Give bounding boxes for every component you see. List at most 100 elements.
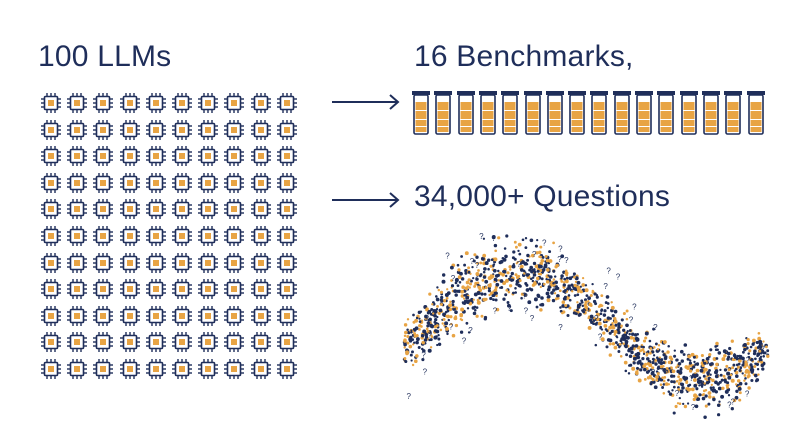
question-dot <box>429 346 433 349</box>
question-dot <box>418 317 421 320</box>
question-dot <box>505 288 509 292</box>
question-dot <box>749 363 753 367</box>
question-dot <box>467 270 471 274</box>
question-mark-icon: ? <box>760 345 765 354</box>
question-mark-icon: ? <box>731 398 736 407</box>
question-dot <box>524 236 528 240</box>
question-dot <box>417 345 421 350</box>
question-mark-icon: ? <box>606 267 611 276</box>
question-dot <box>614 323 618 327</box>
question-dot <box>510 271 514 276</box>
question-dot <box>463 299 468 304</box>
question-dot <box>616 328 620 332</box>
question-dot <box>627 372 631 375</box>
question-dot <box>424 335 429 339</box>
question-dot <box>459 312 464 317</box>
question-dot <box>464 251 469 256</box>
question-dot <box>673 349 676 352</box>
question-mark-icon: ? <box>558 244 563 253</box>
question-dot <box>425 308 429 311</box>
question-dot <box>723 368 728 372</box>
question-dot <box>678 370 683 375</box>
question-dot <box>608 331 612 335</box>
question-dot <box>620 318 624 322</box>
question-dot <box>581 283 586 287</box>
question-dot <box>582 310 586 314</box>
question-dot <box>656 372 660 376</box>
question-dot <box>408 344 413 349</box>
question-dot <box>523 261 528 266</box>
question-dot <box>727 351 731 356</box>
question-dot <box>726 357 730 361</box>
question-dot <box>679 382 683 386</box>
chip-icon <box>67 226 88 246</box>
chip-icon <box>198 226 219 246</box>
question-dot <box>579 290 583 294</box>
question-dot <box>595 317 600 322</box>
question-dot <box>708 369 711 372</box>
question-dot <box>636 361 641 365</box>
question-dot <box>678 402 682 405</box>
question-dot <box>528 287 532 290</box>
question-dot <box>484 279 489 284</box>
question-dot <box>524 246 528 250</box>
question-dot <box>555 263 559 268</box>
question-dot <box>552 241 555 245</box>
question-dot <box>487 283 492 288</box>
question-dot <box>758 345 763 349</box>
question-dot <box>576 280 581 285</box>
question-dot <box>751 338 756 343</box>
question-dot <box>736 379 741 383</box>
question-dot <box>622 311 626 316</box>
question-dot <box>634 336 639 341</box>
question-dot <box>444 321 449 326</box>
question-dot <box>437 288 441 292</box>
chip-icon <box>41 279 61 300</box>
question-dot <box>670 357 674 361</box>
question-dot <box>637 356 641 359</box>
question-dot <box>584 300 588 304</box>
question-dot <box>715 357 719 360</box>
question-dot <box>576 303 581 307</box>
test-tube-icon <box>434 91 453 135</box>
question-dot <box>608 342 612 346</box>
question-dot <box>465 280 470 285</box>
question-dot <box>457 268 461 272</box>
test-tube-icon <box>545 91 564 135</box>
question-dot <box>493 257 498 262</box>
question-dot <box>587 325 592 330</box>
question-dot <box>411 350 414 354</box>
question-dot <box>545 258 550 263</box>
question-dot <box>735 374 739 378</box>
question-dot <box>626 330 629 333</box>
question-dot <box>562 281 566 284</box>
question-dot <box>405 350 410 355</box>
chip-icon <box>93 172 114 193</box>
question-dot <box>483 315 488 320</box>
question-dot <box>673 354 677 358</box>
question-dot <box>411 363 415 367</box>
chip-icon <box>145 146 166 167</box>
chip-icon <box>119 252 140 273</box>
question-dot <box>613 329 618 334</box>
question-dot <box>576 301 579 304</box>
question-dot <box>588 302 593 307</box>
question-dot <box>709 373 712 376</box>
question-dot <box>732 398 737 403</box>
question-dot <box>548 250 552 254</box>
question-dot <box>642 345 645 349</box>
question-dot <box>747 352 750 355</box>
question-dot <box>624 340 629 344</box>
question-dot <box>430 335 434 339</box>
question-dot <box>567 294 571 297</box>
question-dot <box>403 334 407 338</box>
test-tube-icon <box>701 91 720 135</box>
question-dot <box>726 371 731 376</box>
question-dot <box>755 340 760 345</box>
question-dot <box>473 305 477 309</box>
question-dot <box>696 378 700 381</box>
question-dot <box>560 277 563 280</box>
question-dot <box>682 353 686 356</box>
question-dot <box>493 243 498 248</box>
question-dot <box>526 258 530 262</box>
